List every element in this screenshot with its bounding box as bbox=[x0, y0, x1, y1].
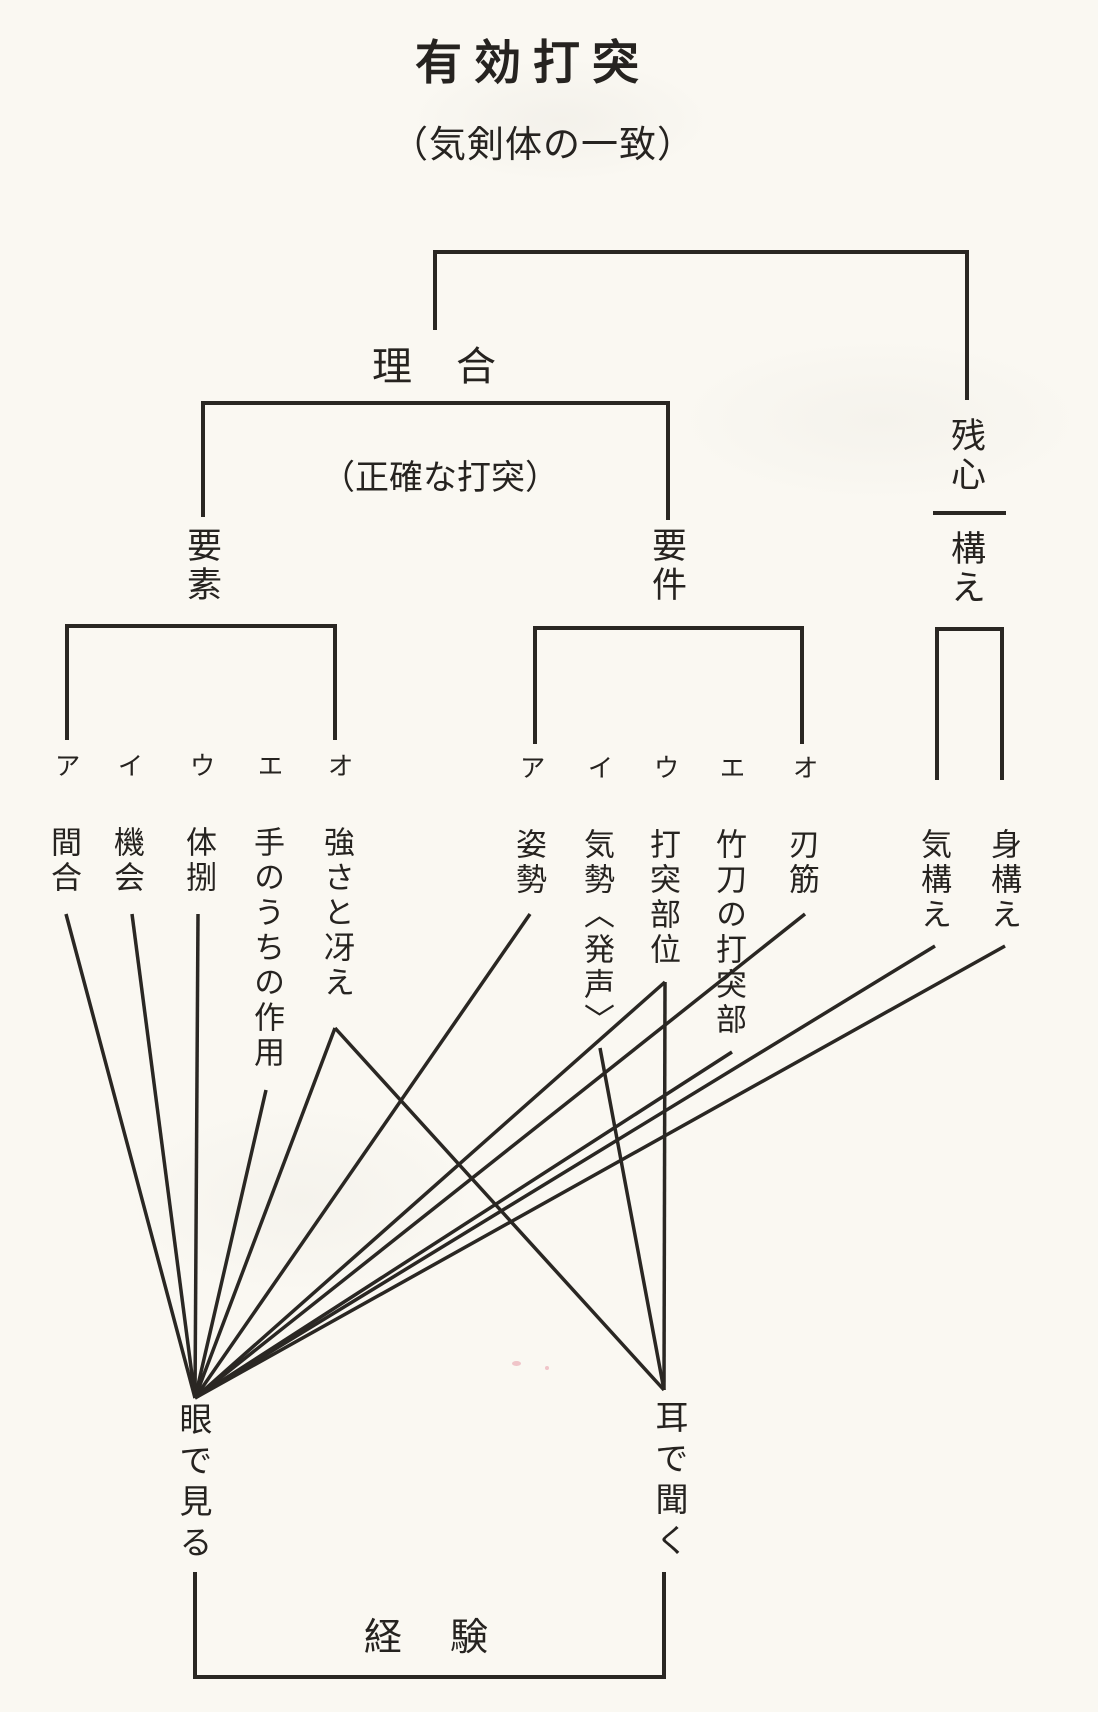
node-experience: 経験 bbox=[364, 1617, 537, 1659]
yoken-kana-u: ウ bbox=[650, 754, 679, 780]
node-hear-with-ears: 耳で聞く bbox=[650, 1400, 686, 1564]
item-shinai-datotsubu: 竹刀の打突部 bbox=[711, 828, 746, 1038]
node-riai: 理合 bbox=[372, 344, 540, 389]
node-yoso: 要素 bbox=[182, 527, 221, 605]
yoken-kana-e: エ bbox=[716, 754, 745, 780]
yoken-kana-o: オ bbox=[789, 754, 818, 780]
connector-maai-eye bbox=[64, 913, 197, 1399]
item-tsuyosa: 強さと冴え bbox=[319, 826, 354, 1001]
item-datotsubui: 打突部位 bbox=[645, 828, 680, 968]
item-kisei: 気勢〈発声〉 bbox=[579, 828, 614, 1038]
connector-shinai-eye bbox=[194, 1050, 733, 1400]
yoso-kana-e: エ bbox=[254, 752, 283, 778]
bracket-yoso-children bbox=[65, 624, 337, 740]
connector-taisabaki-eye bbox=[193, 913, 200, 1399]
node-zanshin: 残心 bbox=[946, 417, 985, 495]
connector-kikai-eye bbox=[130, 913, 197, 1399]
item-tenouchi: 手のうちの作用 bbox=[249, 826, 284, 1071]
item-kigamae: 気構え bbox=[916, 828, 951, 933]
node-see-with-eyes: 眼で見る bbox=[174, 1402, 210, 1566]
node-yoken: 要件 bbox=[647, 527, 686, 605]
bracket-yoken-children bbox=[533, 626, 804, 744]
page-title: 有効打突 bbox=[415, 36, 651, 89]
connector-tsuyosa-ear bbox=[333, 1026, 666, 1392]
scan-speck bbox=[512, 1361, 521, 1366]
connector-lines bbox=[64, 912, 1006, 1400]
yoso-kana-o: オ bbox=[324, 752, 353, 778]
yoso-kana-u: ウ bbox=[186, 752, 215, 778]
item-maai: 間合 bbox=[46, 826, 81, 896]
item-kikai: 機会 bbox=[109, 826, 144, 896]
item-migamae: 身構え bbox=[986, 828, 1021, 933]
connector-datotsubui-ear bbox=[662, 981, 667, 1391]
connector-kigamae-eye bbox=[194, 944, 936, 1400]
yoken-kana-a: ア bbox=[516, 754, 545, 780]
connector-shisei-eye bbox=[193, 913, 532, 1399]
node-kamae: 構え bbox=[946, 530, 985, 608]
item-hasuji: 刃筋 bbox=[784, 828, 819, 898]
yoken-kana-i: イ bbox=[584, 754, 613, 780]
connector-tsuyosa-eye bbox=[193, 1027, 337, 1399]
item-taisabaki: 体捌 bbox=[181, 826, 216, 896]
node-riai-note: （正確な打突） bbox=[321, 460, 559, 497]
yoso-kana-a: ア bbox=[51, 752, 80, 778]
item-shisei: 姿勢 bbox=[511, 828, 546, 898]
connector-kisei-ear bbox=[598, 1047, 666, 1391]
yoso-kana-i: イ bbox=[114, 752, 143, 778]
bracket-kamae-children bbox=[935, 627, 1004, 780]
scan-speck bbox=[545, 1366, 549, 1370]
page-subtitle: （気剣体の一致） bbox=[391, 125, 695, 166]
connector-tenouchi-eye bbox=[193, 1089, 268, 1399]
